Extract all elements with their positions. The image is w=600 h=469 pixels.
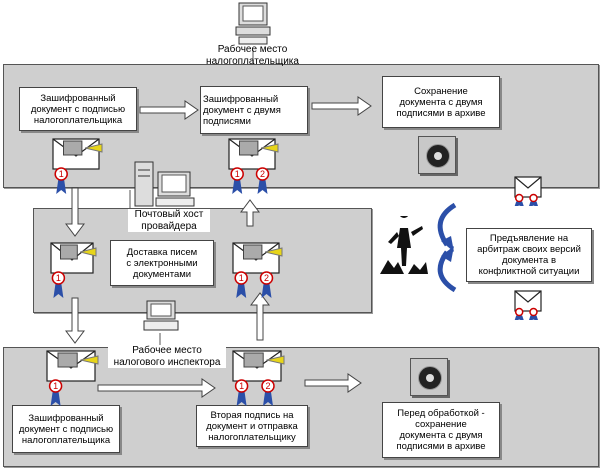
envelope-two-signatures-icon xyxy=(514,290,542,320)
curved-arrow-bottom-head xyxy=(441,246,454,262)
signature-number: 2 xyxy=(260,169,265,179)
envelope-one-signature-icon: 1 xyxy=(46,350,99,406)
signature-number: 1 xyxy=(239,273,244,283)
provider-host-label: Почтовый хост провайдера xyxy=(128,209,210,232)
encrypted-document-two-signatures: Зашифрованный документ с двумя подписями xyxy=(200,86,308,134)
signature-number: 1 xyxy=(53,381,58,391)
arrow-down-2 xyxy=(65,297,85,344)
second-signature-box: Вторая подпись на документ и отправка на… xyxy=(196,405,308,447)
archive-disc-icon xyxy=(410,358,448,396)
signature-number: 1 xyxy=(59,169,64,179)
arrow-tl-to-tm xyxy=(139,100,199,120)
workstation-inspector-label: Рабочее место налогового инспектора xyxy=(108,345,226,368)
envelope-two-signatures-icon: 1 2 xyxy=(228,138,279,194)
envelope-two-signatures-icon: 1 2 xyxy=(232,242,283,298)
server-computer-icon xyxy=(134,161,195,207)
archive-disc-icon xyxy=(418,136,456,174)
signature-number: 1 xyxy=(239,381,244,391)
envelope-two-signatures-icon: 1 2 xyxy=(232,350,285,406)
signature-number: 2 xyxy=(265,381,270,391)
inspector-computer-icon xyxy=(143,300,179,331)
encrypted-document-signed-bottom: Зашифрованный документ с подписью налого… xyxy=(12,405,120,453)
arrow-bm-to-br xyxy=(304,373,362,393)
mail-delivery-box: Доставка писем с электронными документам… xyxy=(110,240,214,286)
signature-number: 1 xyxy=(235,169,240,179)
arrow-bl-to-bm xyxy=(97,378,216,398)
archive-before-processing: Перед обработкой - сохранение документа … xyxy=(382,402,500,458)
workstation-taxpayer-label: Рабочее место налогоплательщика xyxy=(206,44,299,67)
envelope-one-signature-icon: 1 xyxy=(52,138,103,194)
envelope-one-signature-icon: 1 xyxy=(50,242,97,298)
arrow-tm-to-tr xyxy=(311,96,372,116)
arbitration-box: Предъявление на арбитраж своих версий до… xyxy=(466,228,592,282)
signature-number: 1 xyxy=(56,273,61,283)
arrow-up-2 xyxy=(240,199,260,227)
encrypted-document-signed-top: Зашифрованный документ с подписью налого… xyxy=(19,87,137,131)
archive-save-top: Сохранение документа с двумя подписями в… xyxy=(382,76,500,128)
curved-arrow-top-head xyxy=(441,236,454,252)
people-icon xyxy=(380,216,428,274)
arrow-up-1 xyxy=(250,292,270,341)
computer-icon xyxy=(235,2,271,45)
envelope-two-signatures-icon xyxy=(514,176,542,206)
signature-number: 2 xyxy=(264,273,269,283)
arrow-down-1 xyxy=(65,187,85,237)
